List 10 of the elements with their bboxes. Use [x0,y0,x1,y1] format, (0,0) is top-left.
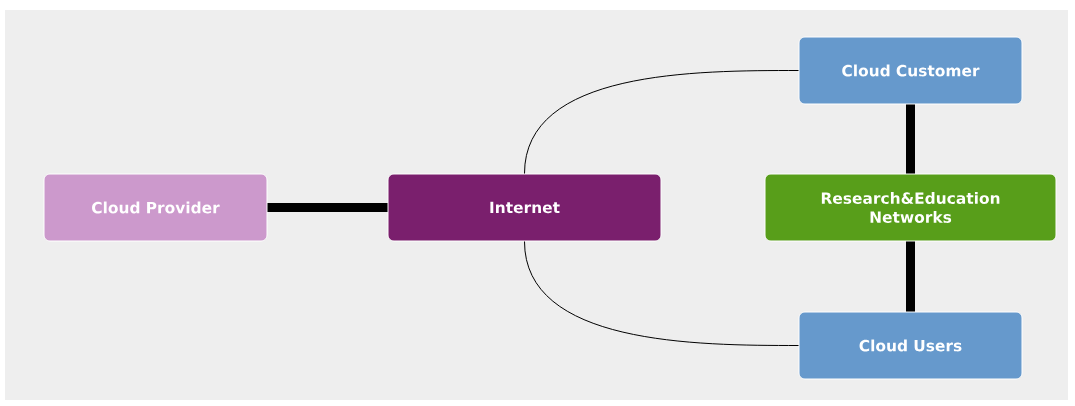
process-box: Cloud Customer [798,36,1023,105]
connector-line [267,203,388,212]
process-box: Cloud Users [798,311,1023,380]
connector-line [906,104,915,174]
process-box: Research&Education Networks [764,173,1057,242]
connector-line [524,70,799,174]
process-box: Internet [387,173,662,242]
process-box: Cloud Provider [43,173,268,242]
connector-line [524,241,799,346]
connector-line [906,241,915,312]
